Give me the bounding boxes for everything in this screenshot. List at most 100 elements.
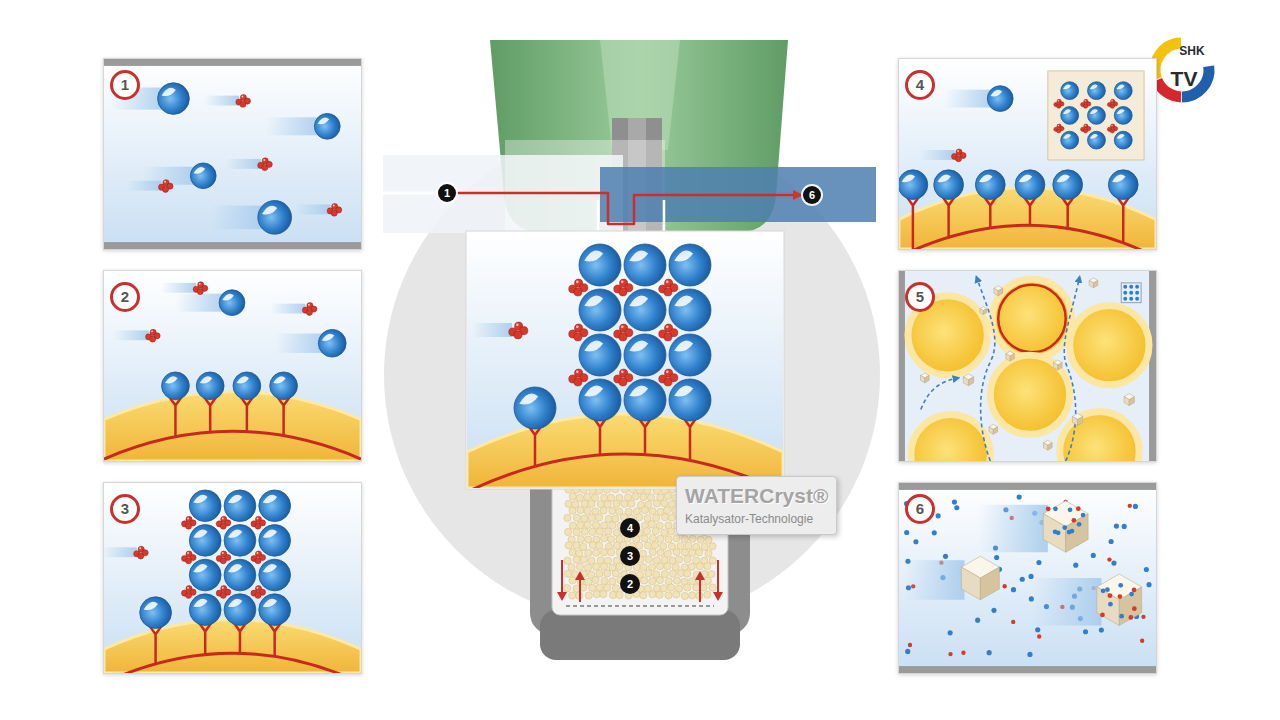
crystal-face [1097, 587, 1119, 626]
granule [645, 556, 652, 563]
granule [573, 514, 580, 521]
granule [584, 521, 591, 528]
water-molecule [1144, 567, 1149, 572]
water-molecule [270, 372, 298, 400]
mineral-ion [574, 378, 582, 386]
granule [608, 549, 615, 556]
ion-highlight [1085, 100, 1086, 101]
anchor-stem [1116, 196, 1130, 243]
granule [600, 563, 607, 570]
granule [649, 508, 656, 515]
granule [600, 507, 607, 514]
granule [689, 535, 696, 542]
ion-highlight [222, 587, 224, 589]
water-molecule [233, 372, 261, 400]
molecule-highlight [1090, 85, 1098, 90]
anchor-stem [168, 396, 182, 437]
water-molecule [994, 555, 999, 560]
motion-streak [127, 181, 162, 191]
ion-highlight [516, 324, 519, 327]
mineral-ion [1057, 129, 1061, 133]
ion-highlight [187, 552, 189, 554]
granule [693, 584, 700, 591]
pipe-channel [598, 200, 664, 232]
ion-highlight [222, 517, 224, 519]
embedded-ion [1119, 614, 1124, 619]
water-molecule [1088, 107, 1106, 125]
granule [660, 585, 667, 592]
water-molecule [932, 530, 937, 535]
molecule-highlight [228, 529, 242, 537]
mineral-ion [1141, 615, 1145, 619]
granule [585, 549, 592, 556]
molecule-highlight [674, 251, 693, 262]
granule [665, 536, 672, 543]
crystal-face [1048, 443, 1052, 450]
granule [669, 557, 676, 564]
icon-dot [1129, 285, 1133, 289]
embedded-ion [1070, 529, 1075, 534]
granule-surface [104, 620, 361, 673]
granule [580, 543, 587, 550]
water-background [899, 59, 1156, 249]
mineral-ion [185, 592, 191, 598]
process-panel: 3 [103, 482, 362, 674]
water-background [104, 483, 361, 673]
ion-highlight [621, 326, 624, 329]
mineral-ion [197, 288, 203, 294]
crystal-face [1129, 397, 1134, 406]
anchor-stem [277, 396, 291, 436]
embedded-ion [1056, 530, 1061, 535]
mineral-ion [1083, 104, 1087, 108]
granule [636, 514, 643, 521]
granule [600, 590, 607, 597]
granule [569, 493, 576, 500]
water-molecule [224, 525, 256, 557]
mineral-ion [1083, 129, 1087, 133]
water-molecule [196, 372, 224, 400]
motion-streak [114, 330, 149, 340]
granule [563, 585, 570, 592]
granule [596, 570, 603, 577]
water-molecule [189, 559, 221, 591]
water-molecule [579, 289, 621, 331]
granule [664, 563, 671, 570]
granule [685, 542, 692, 549]
water-molecule [189, 525, 221, 557]
embedded-ion [1128, 615, 1133, 620]
water-molecule [314, 113, 340, 139]
granule [569, 577, 576, 584]
molecule-highlight [902, 174, 915, 182]
ion-highlight [1111, 100, 1112, 101]
mineral-ion [240, 101, 246, 107]
icon-dot [1129, 291, 1133, 295]
granule [612, 585, 619, 592]
water-molecule [224, 594, 256, 626]
crystal-face [963, 377, 968, 386]
mineral-ion [185, 523, 191, 529]
granule [653, 500, 660, 507]
water-molecule [259, 559, 291, 591]
water-molecule [936, 513, 941, 518]
granule [668, 584, 675, 591]
crystal-face [968, 377, 973, 386]
icon-dot [1135, 285, 1139, 289]
granule [565, 500, 572, 507]
granule-surface [104, 392, 361, 461]
water-molecule [1017, 494, 1022, 499]
flow-point: 1 [438, 184, 456, 202]
crystal-face [961, 567, 980, 600]
granule [669, 570, 676, 577]
granule [681, 549, 688, 556]
water-molecule [1061, 82, 1079, 100]
crystal-face [980, 309, 983, 315]
flow-connector [456, 193, 803, 224]
ion-highlight [241, 96, 243, 98]
water-molecule [1111, 560, 1116, 565]
water-molecule [1061, 107, 1079, 125]
granule [607, 536, 614, 543]
molecule-highlight [584, 296, 603, 307]
pipe-wall [899, 483, 1156, 490]
molecule-highlight [263, 564, 277, 572]
mineral-ion [961, 651, 965, 655]
